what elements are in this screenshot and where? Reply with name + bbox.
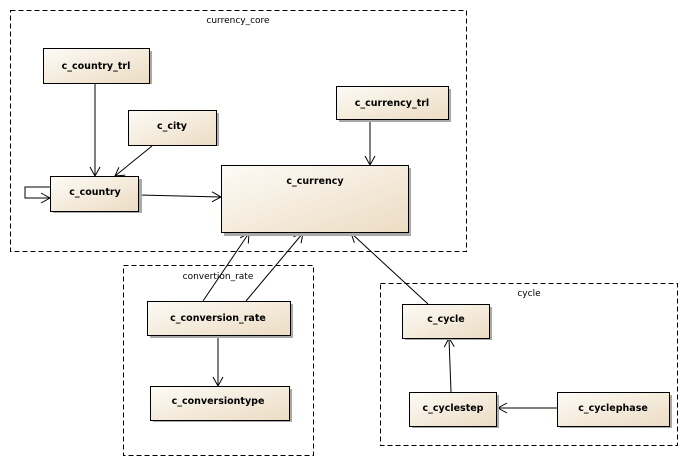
package-frame — [10, 10, 467, 252]
class-c-country[interactable]: c_country — [50, 176, 143, 214]
class-c-currency[interactable]: c_currency — [221, 165, 412, 237]
edge-conversion-rate-to-currency-b — [245, 232, 304, 302]
edge-cycle-to-currency — [350, 232, 429, 305]
class-c-city[interactable]: c_city — [128, 110, 220, 147]
class-box — [128, 110, 217, 146]
class-box — [402, 304, 490, 339]
class-c-cycle[interactable]: c_cycle — [402, 304, 493, 341]
package-frame — [380, 283, 678, 446]
class-c-country-trl[interactable]: c_country_trl — [43, 48, 153, 85]
class-c-conversiontype[interactable]: c_conversiontype — [150, 386, 293, 423]
edge-conversion-rate-to-currency-a — [202, 232, 250, 302]
class-box — [50, 176, 139, 212]
class-box — [150, 386, 290, 421]
class-box — [147, 301, 291, 336]
package-convertion-rate: convertion_rate — [123, 265, 314, 456]
class-box — [409, 392, 497, 427]
class-name: c_city — [157, 121, 188, 132]
class-c-currency-trl[interactable]: c_currency_trl — [336, 86, 452, 123]
class-name: c_conversion_rate — [170, 313, 266, 324]
edge-cyclestep-to-cycle — [443, 336, 455, 393]
class-box — [221, 165, 409, 233]
class-name: c_currency — [286, 176, 344, 187]
class-c-conversion-rate[interactable]: c_conversion_rate — [147, 301, 294, 339]
package-label: cycle — [517, 289, 541, 299]
class-c-cyclephase[interactable]: c_cyclephase — [557, 392, 673, 429]
class-name: c_cycle — [427, 314, 465, 325]
edge-currency-trl-to-currency — [364, 120, 376, 167]
class-name: c_cyclephase — [578, 403, 648, 414]
class-name: c_conversiontype — [172, 396, 265, 407]
edge-country-self-reference — [24, 186, 52, 204]
class-name: c_currency_trl — [355, 98, 429, 109]
package-label: convertion_rate — [183, 272, 254, 282]
package-frame — [123, 265, 314, 456]
package-currency-core: currency_core — [10, 10, 467, 252]
class-name: c_country — [69, 187, 121, 198]
class-box — [43, 48, 150, 84]
class-box — [557, 392, 670, 427]
package-cycle: cycle — [380, 283, 678, 446]
package-label: currency_core — [206, 16, 270, 26]
class-c-cyclestep[interactable]: c_cyclestep — [409, 392, 500, 429]
edge-city-to-country — [114, 145, 153, 177]
relations — [24, 84, 557, 414]
class-name: c_cyclestep — [423, 403, 484, 414]
edge-country-to-currency — [138, 191, 223, 203]
edge-cyclephase-to-cyclestep — [496, 402, 557, 414]
edge-country-trl-to-country — [89, 84, 101, 178]
class-box — [336, 86, 449, 120]
class-name: c_country_trl — [62, 61, 131, 72]
edge-conversion-rate-to-conversiontype — [212, 336, 224, 388]
